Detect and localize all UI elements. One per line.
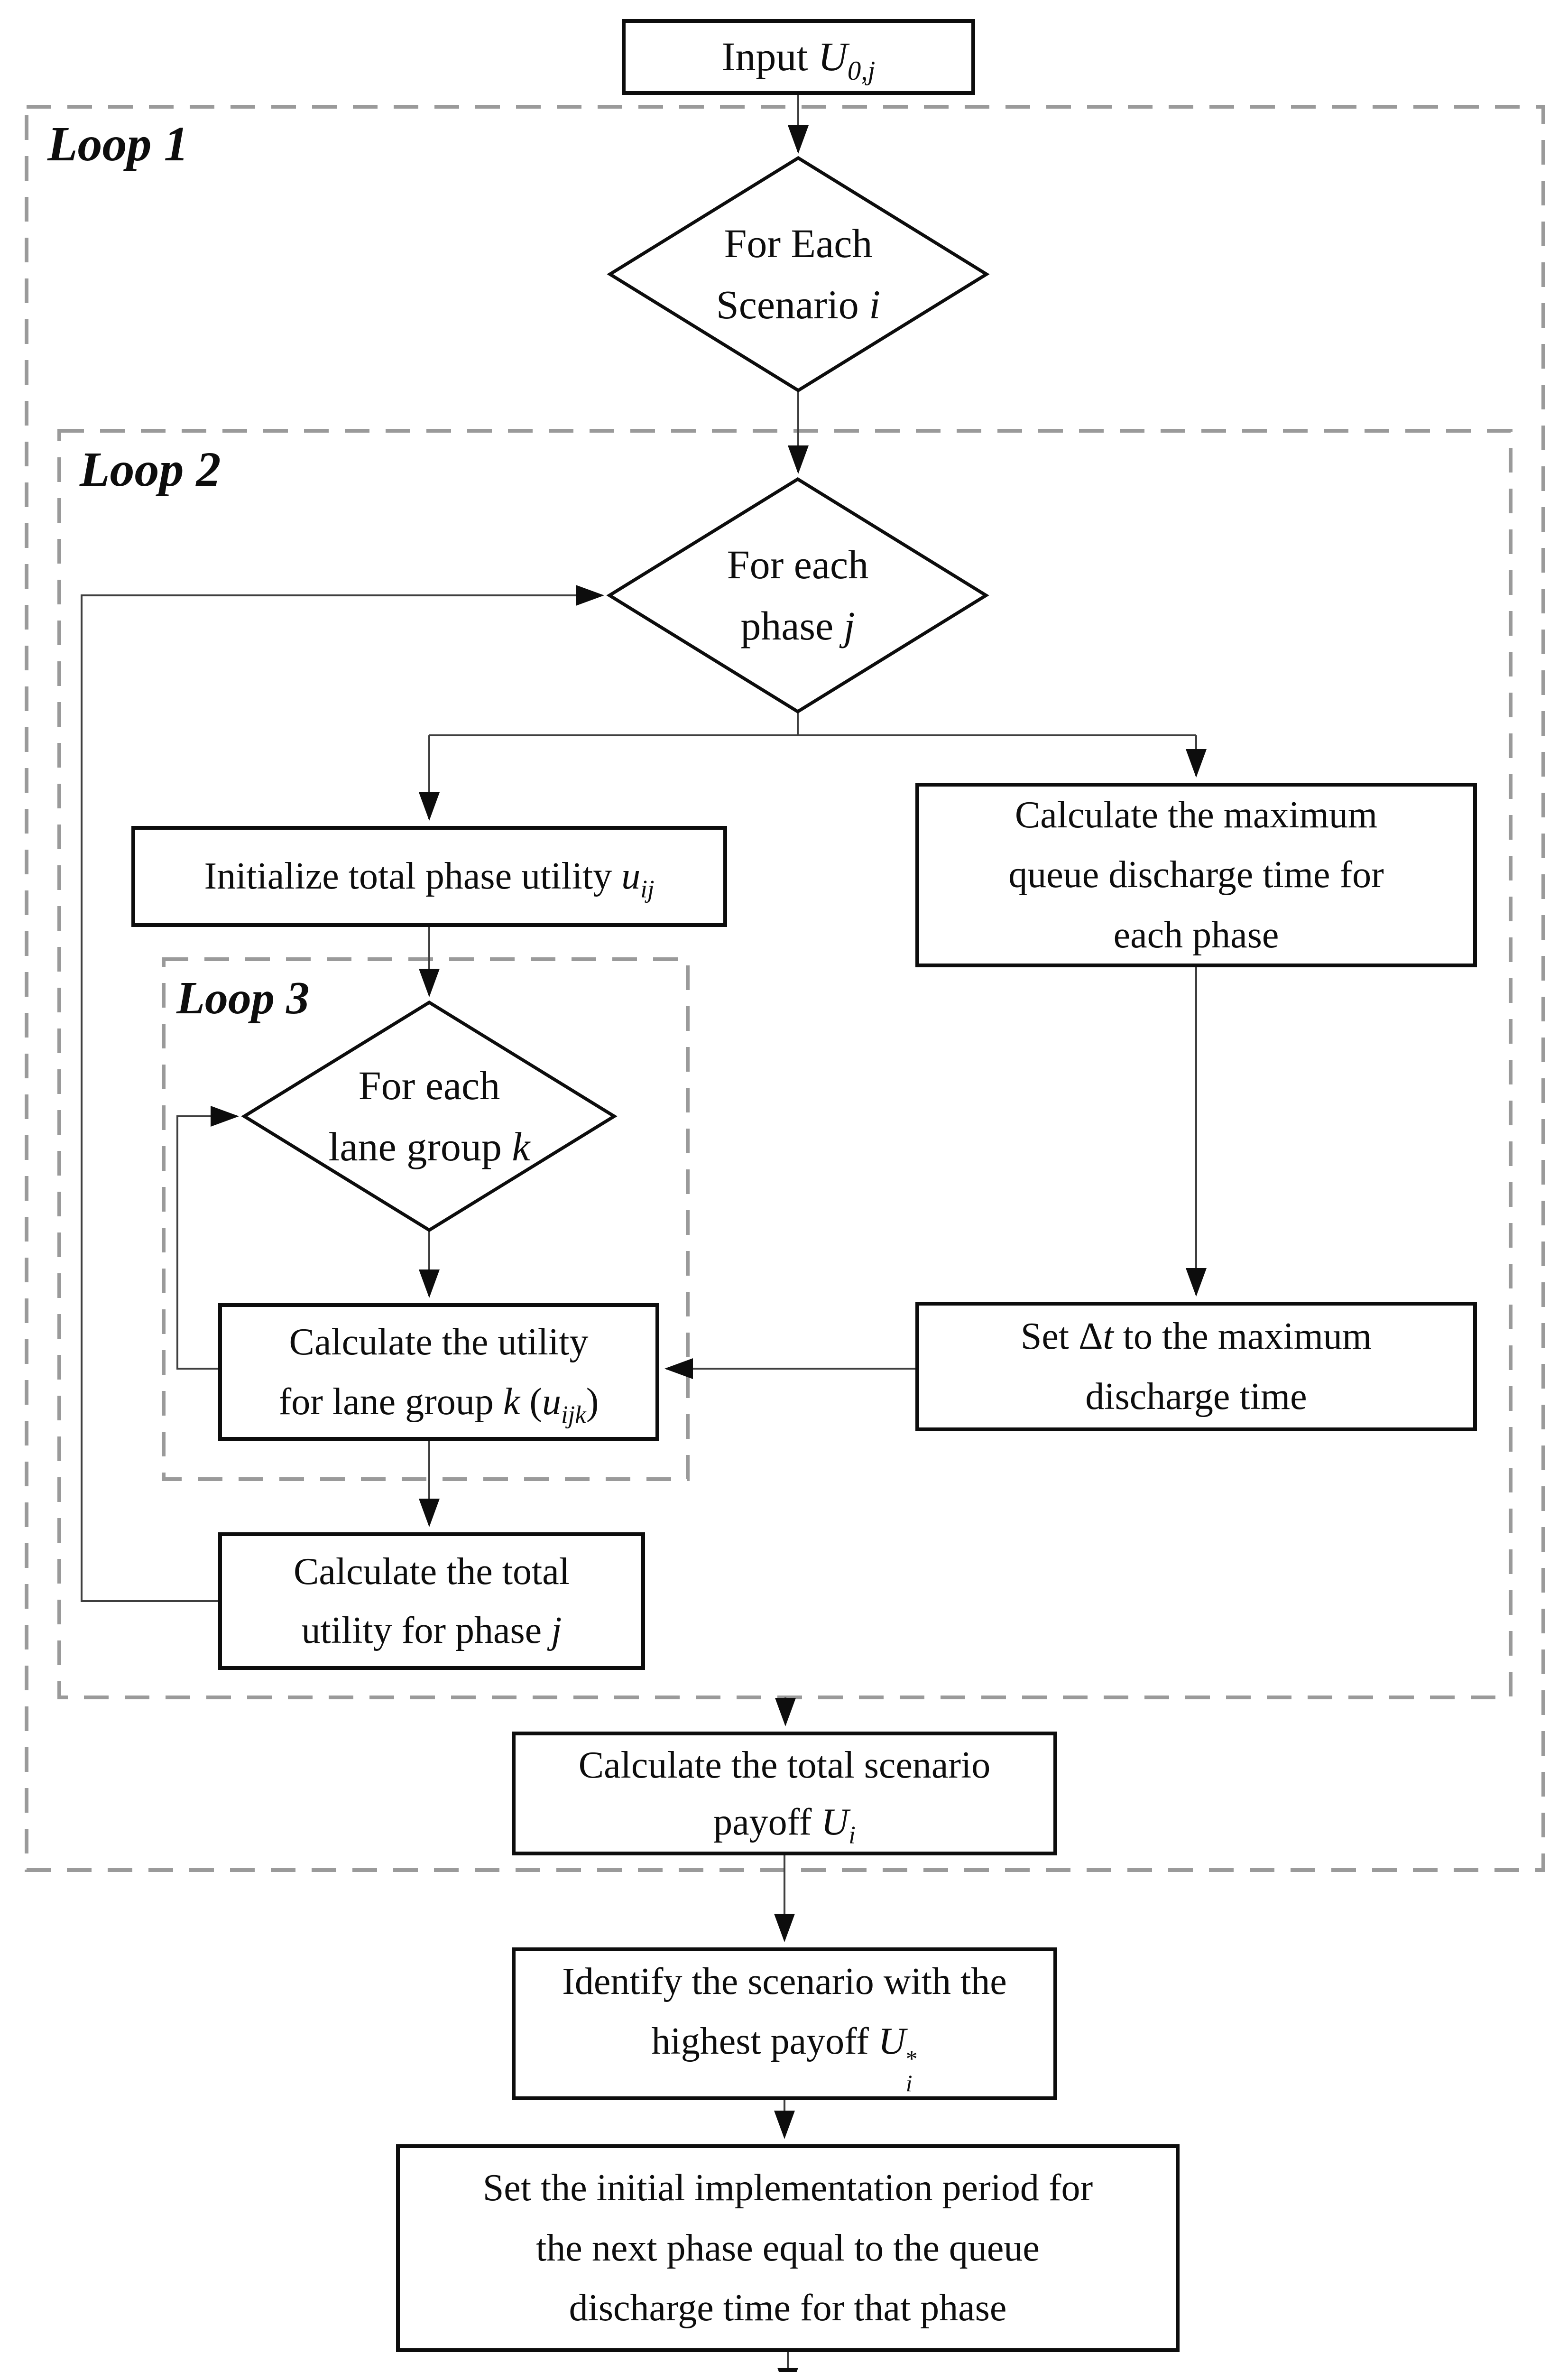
identify-highest-payoff-line1: Identify the scenario with the bbox=[562, 1960, 1007, 2002]
scenario-diamond-shape bbox=[607, 156, 990, 393]
calc-total-phase-utility-line2: utility for phase j bbox=[301, 1610, 562, 1651]
identify-highest-payoff-line2: highest payoff U*i bbox=[651, 2020, 918, 2097]
lane-diamond-text: For each lane group k bbox=[240, 1040, 619, 1192]
calc-total-phase-utility-box: Calculate the total utility for phase j bbox=[218, 1532, 645, 1670]
phase-diamond-shape bbox=[606, 477, 989, 714]
scenario-diamond-text: For Each Scenario i bbox=[609, 198, 988, 350]
lane-diamond-shape bbox=[241, 1000, 618, 1232]
calc-scenario-payoff-line1: Calculate the total scenario bbox=[578, 1744, 991, 1786]
set-delta-t-line2: discharge time bbox=[1085, 1375, 1307, 1418]
connector-loop2-feedback bbox=[81, 585, 604, 1602]
input-box: Input U0,j bbox=[622, 19, 975, 95]
calc-lane-group-utility-box: Calculate the utility for lane group k (… bbox=[218, 1303, 659, 1441]
calc-total-phase-utility-line1: Calculate the total bbox=[294, 1551, 570, 1593]
scenario-diamond-line2: Scenario i bbox=[716, 282, 881, 327]
set-implementation-period-line2: the next phase equal to the queue bbox=[536, 2227, 1040, 2269]
calc-lane-utility-line2: for lane group k (uijk) bbox=[278, 1381, 599, 1429]
connector-loop3-feedback bbox=[176, 1106, 239, 1370]
calc-max-queue-line3: each phase bbox=[1113, 914, 1279, 956]
set-implementation-period-line3: discharge time for that phase bbox=[569, 2287, 1007, 2329]
calc-scenario-payoff-line2: payoff Ui bbox=[713, 1801, 856, 1849]
input-box-text: Input U0,j bbox=[721, 34, 876, 86]
set-delta-t-box: Set Δt to the maximum discharge time bbox=[915, 1302, 1477, 1431]
set-implementation-period-box: Set the initial implementation period fo… bbox=[396, 2144, 1180, 2352]
phase-diamond-text: For each phase j bbox=[608, 519, 987, 671]
initialize-phase-utility-text: Initialize total phase utility uij bbox=[204, 855, 655, 903]
phase-diamond-line2: phase j bbox=[740, 603, 855, 649]
loop3-label: Loop 3 bbox=[176, 973, 310, 1024]
scenario-diamond-line1: For Each bbox=[724, 221, 873, 266]
lane-diamond-line2: lane group k bbox=[328, 1124, 530, 1169]
calc-lane-utility-line1: Calculate the utility bbox=[289, 1321, 589, 1363]
set-implementation-period-line1: Set the initial implementation period fo… bbox=[482, 2167, 1093, 2209]
lane-diamond-line1: For each bbox=[358, 1063, 500, 1108]
loop1-label: Loop 1 bbox=[47, 117, 189, 171]
calc-max-queue-discharge-box: Calculate the maximum queue discharge ti… bbox=[915, 783, 1477, 967]
loop2-label: Loop 2 bbox=[80, 442, 221, 497]
calc-max-queue-line1: Calculate the maximum bbox=[1015, 794, 1378, 836]
set-delta-t-line1: Set Δt to the maximum bbox=[1020, 1316, 1372, 1358]
identify-highest-payoff-box: Identify the scenario with the highest p… bbox=[512, 1947, 1057, 2100]
loop3-boundary bbox=[162, 957, 690, 1481]
calc-scenario-payoff-box: Calculate the total scenario payoff Ui bbox=[512, 1732, 1057, 1855]
phase-diamond-line1: For each bbox=[727, 542, 869, 587]
initialize-phase-utility-box: Initialize total phase utility uij bbox=[131, 826, 727, 927]
calc-max-queue-line2: queue discharge time for bbox=[1008, 854, 1384, 896]
